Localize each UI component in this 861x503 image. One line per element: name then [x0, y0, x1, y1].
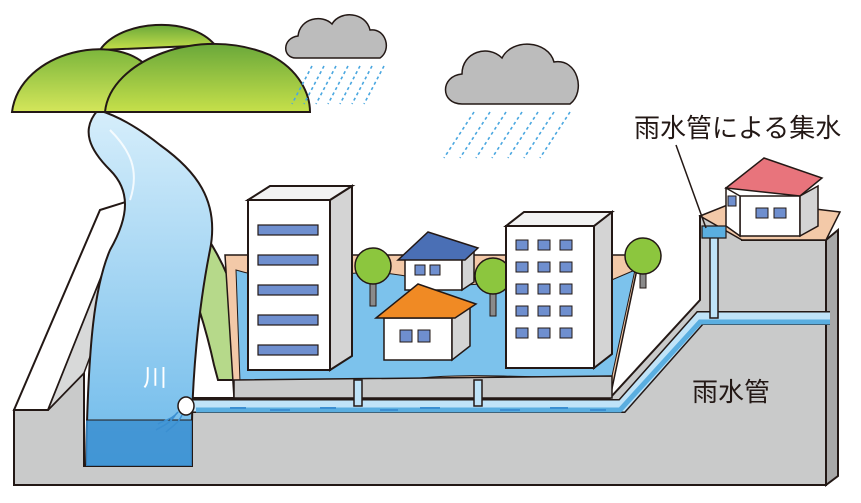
river-label: 川 — [143, 364, 167, 392]
tree-icon — [354, 237, 662, 317]
pipe-outlet-icon — [155, 396, 195, 433]
callout-line — [675, 144, 707, 229]
rain-icon — [443, 111, 571, 159]
building-icon — [503, 209, 615, 371]
rain-pipe-label: 雨水管 — [692, 378, 771, 408]
house-icon — [396, 231, 480, 292]
terrace-front — [233, 375, 613, 399]
house-icon — [724, 157, 824, 238]
rain-pipe — [192, 225, 830, 413]
hill-icon — [10, 23, 312, 113]
collection-label: 雨水管による集水 — [634, 114, 842, 144]
house-icon — [373, 283, 478, 362]
rain-icon — [291, 65, 385, 105]
cloud-icon — [444, 43, 580, 105]
cloud-icon — [285, 14, 388, 59]
building-icon — [244, 184, 356, 372]
